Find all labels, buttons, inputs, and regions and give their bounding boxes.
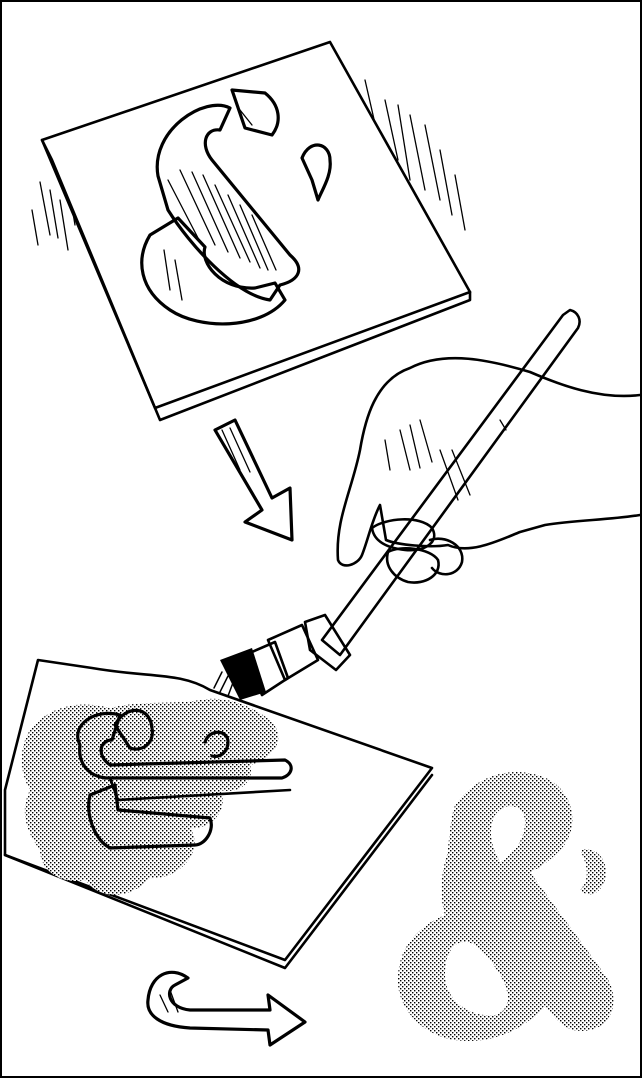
stencilled-card-icon xyxy=(5,660,432,968)
stencil-card-icon xyxy=(32,42,470,420)
curved-arrow-icon xyxy=(148,972,305,1045)
hand-icon xyxy=(338,358,640,582)
ampersand-print-icon xyxy=(398,772,614,1041)
down-arrow-icon xyxy=(215,420,292,540)
